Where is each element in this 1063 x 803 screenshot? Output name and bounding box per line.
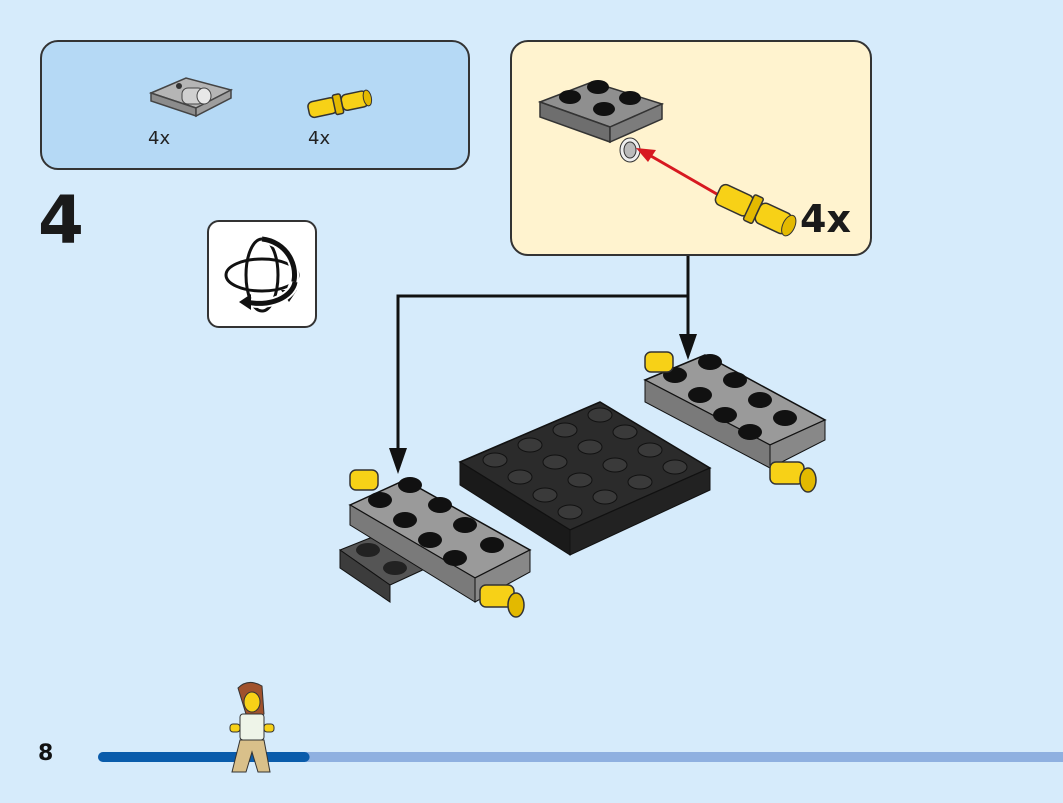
sub-assembly-box: 4x: [510, 40, 872, 256]
chassis-model-illustration: [338, 351, 827, 618]
sub-assembly-quantity: 4x: [800, 197, 851, 241]
plate-with-pin-assembly-illustration: [537, 80, 797, 237]
minifigure-progress-icon: [229, 682, 275, 773]
yellow-pin-part-icon: [307, 89, 373, 119]
yellow-pin-quantity: 4x: [308, 128, 331, 149]
step-number: 4: [38, 182, 84, 259]
page-number: 8: [38, 741, 54, 766]
gray-plate-quantity: 4x: [148, 128, 171, 149]
parts-list-box: 4x 4x: [40, 40, 470, 170]
gray-plate-part-icon: [148, 77, 234, 118]
rotate-arrows-icon: [224, 234, 300, 313]
rotate-model-icon: [207, 220, 317, 328]
